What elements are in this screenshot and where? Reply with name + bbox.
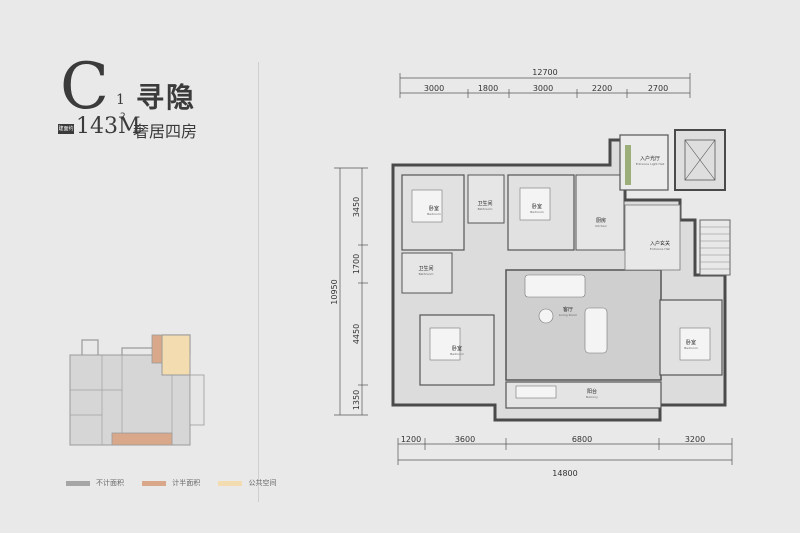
dim-top-total: 12700 (532, 68, 557, 77)
key-plan-public (161, 334, 191, 376)
legend-item: 不计面积 (66, 478, 124, 488)
left-dimension (334, 167, 368, 416)
unit-type: 奢居四房 (133, 122, 198, 141)
legend-item: 计半面积 (142, 478, 200, 488)
unit-subscript: 1 (116, 92, 125, 108)
bed2 (519, 187, 551, 221)
dim-bottom-seg: 3600 (455, 435, 475, 444)
side-table (538, 308, 554, 324)
room-label-bedroom2-en: Bedroom (530, 210, 544, 214)
balcony-bench (515, 385, 557, 399)
dining-table (524, 274, 586, 298)
room-label-balcony: 阳台 (587, 388, 597, 395)
room-label-kitchen: 厨房 (596, 217, 606, 224)
bath2-floor (401, 252, 453, 294)
area-tag-text: 建面约 (58, 126, 74, 132)
dim-top-seg: 2200 (592, 84, 612, 93)
dim-top-seg: 1800 (478, 84, 498, 93)
legend-item: 公共空间 (218, 478, 276, 488)
bed3 (429, 327, 461, 361)
bottom-dimension (397, 438, 733, 465)
key-plan-balcony (111, 432, 173, 446)
legend-label: 计半面积 (172, 479, 201, 487)
room-label-bedroom3: 卧室 (452, 345, 462, 352)
bed4 (679, 327, 711, 361)
room-label-entrance: 入户玄关 (650, 240, 670, 247)
legend-label: 不计面积 (96, 479, 124, 487)
dim-bottom-seg: 3200 (685, 435, 705, 444)
dim-left-seg: 1350 (352, 390, 361, 410)
room-label-bedroom3-en: Bedroom (450, 352, 464, 356)
legend-swatch (142, 480, 167, 486)
dim-bottom-seg: 1200 (401, 435, 421, 444)
furniture (411, 187, 711, 399)
room-label-bedroom1-en: Bedroom (427, 212, 441, 216)
bed1 (411, 189, 443, 223)
legend-swatch (218, 480, 243, 486)
dim-left-seg: 1700 (352, 254, 361, 274)
dim-bottom-seg: 6800 (572, 435, 592, 444)
unit-letter: C (60, 50, 109, 124)
top-dimension (399, 73, 691, 98)
entrance-hall-floor (624, 204, 681, 271)
room-label-balcony-en: Balcony (586, 395, 598, 399)
stair (699, 219, 731, 276)
room-label-living: 客厅 (563, 306, 573, 313)
legend-swatch (66, 480, 90, 486)
dim-left-seg: 4450 (352, 324, 361, 344)
room-label-bedroom2: 卧室 (532, 203, 542, 210)
dim-bottom-total: 14800 (552, 469, 577, 478)
room-label-kitchen-en: Kitchen (595, 224, 606, 228)
key-plan-outline (81, 334, 191, 355)
unit-name: 寻隐 (136, 81, 197, 114)
room-label-living-en: Living Room (559, 313, 577, 317)
room-label-bedroom1: 卧室 (429, 205, 439, 212)
dim-left-total: 10950 (330, 279, 339, 304)
room-label-light-hall-en: Entrance Light Hall (636, 162, 665, 166)
room-label-bedroom4: 卧室 (686, 339, 696, 346)
area-tag: 建面约 (58, 124, 74, 134)
area-unit-superscript: 2 (120, 112, 126, 122)
room-label-bedroom4-en: Bedroom (684, 346, 698, 350)
room-label-light-hall: 入户光厅 (640, 155, 660, 162)
room-label-bath1-en: Bathroom (478, 207, 493, 211)
dim-top-seg: 3000 (533, 84, 553, 93)
room-label-bath2-en: Bathroom (419, 272, 434, 276)
floor-plan: 12700 3000 1800 3000 2200 2700 10950 345… (330, 68, 733, 478)
area-value: 143M (76, 114, 141, 139)
dim-top-seg: 3000 (424, 84, 444, 93)
legend: 不计面积 计半面积 公共空间 (66, 478, 292, 488)
legend-label: 公共空间 (248, 479, 277, 487)
dim-top-seg: 2700 (648, 84, 668, 93)
sofa (584, 307, 608, 354)
kitchen-floor (575, 174, 625, 251)
bath1-floor (467, 174, 505, 224)
room-label-entrance-en: Entrance Hall (650, 247, 670, 251)
key-plan-half-area (151, 334, 163, 364)
dim-left-seg: 3450 (352, 197, 361, 217)
key-plan-stair (189, 374, 205, 426)
vertical-divider (258, 62, 259, 502)
room-label-bath1: 卫生间 (477, 200, 492, 207)
planter (625, 145, 631, 185)
key-plan (69, 334, 205, 446)
room-label-bath2: 卫生间 (418, 265, 433, 272)
